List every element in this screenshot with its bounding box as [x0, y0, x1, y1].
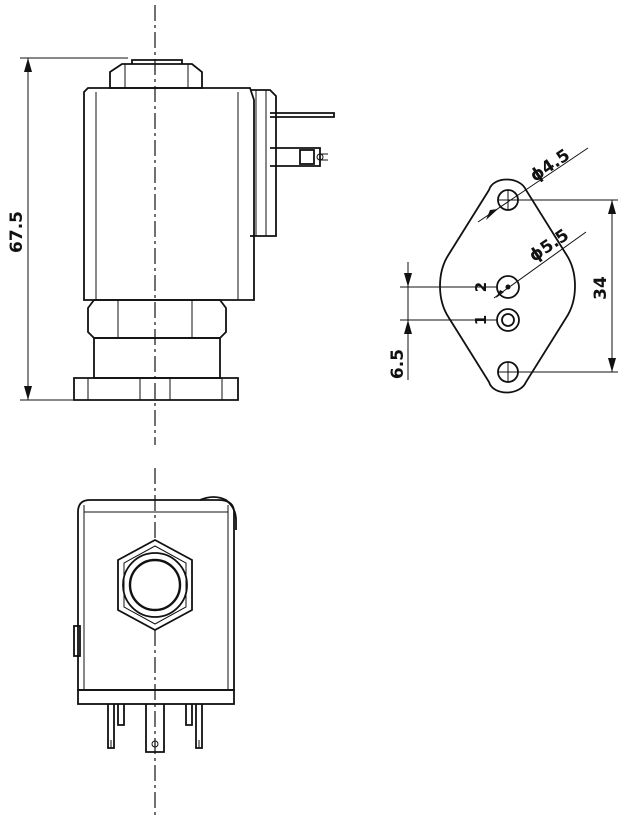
dimension-hole-diameter-outer: ϕ4.5	[527, 145, 574, 186]
flange-outline	[439, 178, 576, 394]
port-1-label: 1	[472, 315, 490, 325]
hex-nut-bottom	[117, 538, 193, 632]
terminal-pin-middle	[270, 147, 321, 167]
port-ring-outer	[122, 552, 188, 618]
flange-view: 34 6.5 2 1 ϕ4.5 ϕ5.5	[388, 145, 618, 394]
connector-plate	[77, 689, 235, 705]
dimension-hole-diameter-center: ϕ5.5	[526, 225, 573, 266]
base-flange	[73, 377, 239, 401]
coil-body	[83, 87, 255, 301]
port-ring-inner	[128, 558, 182, 612]
connector-pins	[107, 704, 203, 753]
valve-stem	[93, 337, 221, 379]
lower-hex-nut	[87, 299, 227, 339]
dimension-port-offset: 6.5	[388, 349, 408, 379]
side-view: 67.5	[7, 5, 335, 445]
dimension-mounting-spacing: 34	[591, 276, 611, 300]
port-1-hole	[501, 313, 515, 327]
connector-block	[250, 89, 277, 237]
bottom-view	[73, 468, 237, 818]
port-1-ring	[496, 308, 520, 332]
terminal-pin-top	[270, 112, 335, 118]
port-2-label: 2	[472, 282, 490, 292]
coil-strap	[199, 496, 237, 530]
dimension-overall-height: 67.5	[7, 211, 27, 253]
